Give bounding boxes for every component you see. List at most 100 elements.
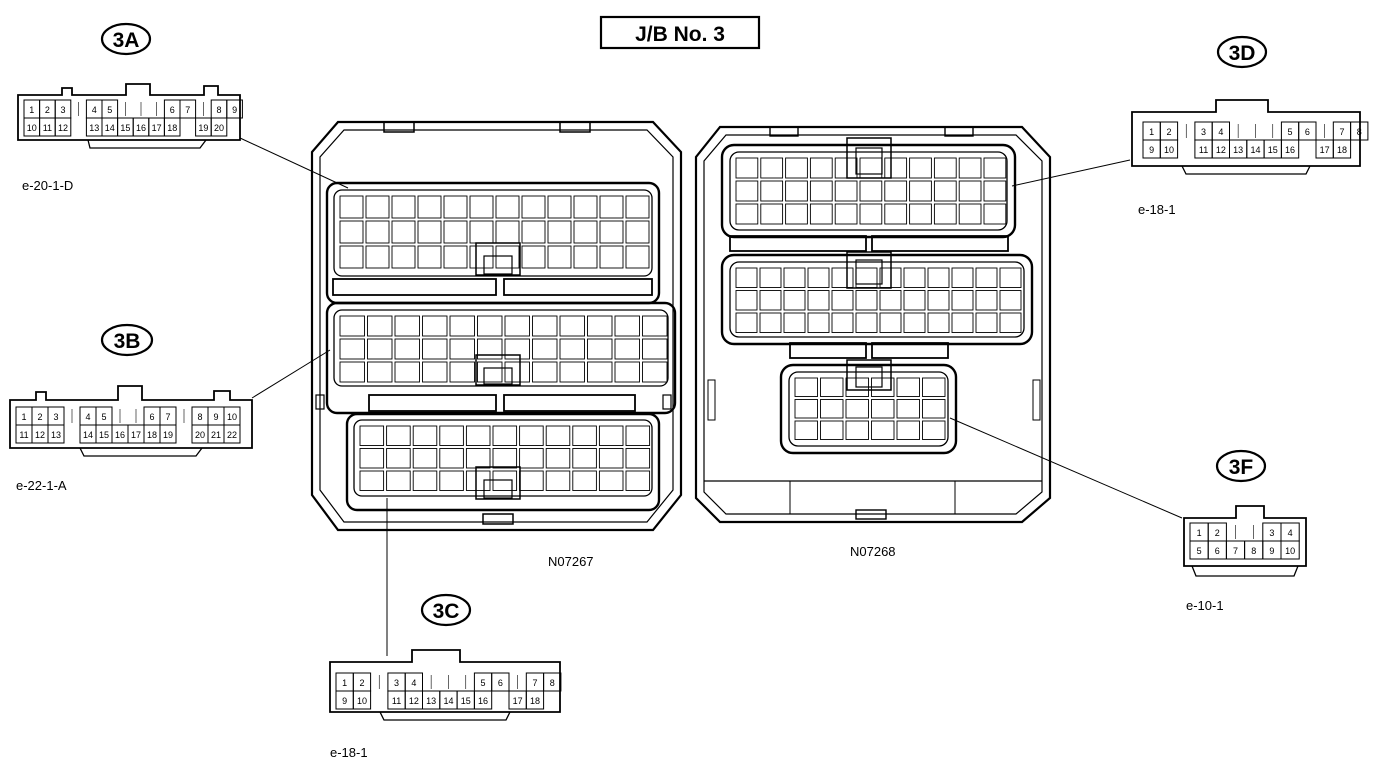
- diagram-title: J/B No. 3: [599, 15, 761, 50]
- socket-cavity: [735, 290, 758, 311]
- socket-cavity: [625, 470, 651, 491]
- socket-cavity: [417, 245, 442, 269]
- junction-block-left: [310, 120, 683, 532]
- socket-cavity: [884, 203, 908, 225]
- socket-cavity: [572, 470, 597, 491]
- pin-number-3B-2: 2: [37, 412, 42, 422]
- pin-number-3F-6: 6: [1215, 546, 1220, 556]
- pin-number-3B-14: 14: [83, 430, 93, 440]
- socket-cavity: [469, 195, 494, 219]
- socket-cavity: [492, 425, 518, 446]
- socket-cavity: [391, 195, 416, 219]
- socket-cavity: [339, 195, 364, 219]
- socket-cavity: [845, 399, 869, 419]
- socket-cavity: [449, 338, 475, 360]
- pin-cell: [543, 672, 562, 692]
- socket-cavity: [439, 425, 464, 446]
- socket-cavity: [412, 448, 438, 469]
- socket-cavity: [922, 420, 946, 440]
- pin-cell: [1159, 139, 1179, 159]
- pin-number-3D-16: 16: [1285, 145, 1295, 155]
- socket-cavity: [394, 361, 420, 383]
- pin-number-3D-17: 17: [1320, 145, 1330, 155]
- socket-cavity: [807, 290, 830, 311]
- pin-number-3C-6: 6: [498, 678, 503, 688]
- socket-cavity: [359, 470, 385, 491]
- socket-cavity: [443, 220, 468, 244]
- socket-cavity: [367, 315, 393, 337]
- socket-cavity: [871, 420, 895, 440]
- socket-cavity: [809, 180, 833, 202]
- pin-number-3B-20: 20: [195, 430, 205, 440]
- pin-number-3C-9: 9: [342, 696, 347, 706]
- socket-cavity: [625, 195, 650, 219]
- socket-cavity: [365, 245, 390, 269]
- socket-cavity: [831, 290, 854, 311]
- pin-cell: [1280, 139, 1300, 159]
- socket-cavity: [896, 420, 920, 440]
- socket-cavity: [820, 377, 844, 397]
- connector-id-3A: 3A: [113, 29, 140, 52]
- socket-cavity: [504, 315, 530, 337]
- socket-cavity: [573, 220, 598, 244]
- pin-number-3F-7: 7: [1233, 546, 1238, 556]
- pin-number-3A-8: 8: [216, 105, 221, 115]
- socket-cavity: [859, 157, 883, 179]
- pin-number-3B-11: 11: [19, 430, 28, 440]
- socket-cavity: [879, 312, 902, 333]
- connector-id-3D: 3D: [1229, 42, 1256, 65]
- socket-cavity: [532, 315, 558, 337]
- pin-cell: [1350, 121, 1369, 141]
- pin-number-3A-1: 1: [29, 105, 34, 115]
- connector-id-3C: 3C: [433, 600, 460, 623]
- socket-cavity: [909, 203, 932, 225]
- pin-number-3D-6: 6: [1305, 127, 1310, 137]
- pin-cell: [226, 99, 243, 119]
- socket-cavity: [922, 399, 946, 419]
- pin-cell: [1298, 121, 1317, 141]
- socket-cavity: [884, 157, 908, 179]
- pin-cell: [163, 117, 181, 137]
- socket-cavity: [834, 157, 858, 179]
- pin-number-3A-17: 17: [152, 123, 162, 133]
- socket-cavity: [365, 195, 390, 219]
- socket-cavity: [598, 470, 624, 491]
- socket-cavity: [573, 245, 598, 269]
- socket-cavity: [572, 448, 597, 469]
- socket-cavity: [735, 157, 759, 179]
- socket-cavity: [933, 203, 957, 225]
- socket-grid-right-top: [735, 157, 1007, 225]
- socket-cavity: [545, 448, 571, 469]
- pin-number-3A-20: 20: [214, 123, 224, 133]
- socket-cavity: [598, 448, 624, 469]
- pin-cell: [54, 117, 72, 137]
- pin-number-3B-18: 18: [147, 430, 157, 440]
- pin-number-3A-6: 6: [170, 105, 175, 115]
- socket-cavity: [785, 180, 808, 202]
- socket-cavity: [831, 312, 854, 333]
- socket-cavity: [519, 470, 544, 491]
- socket-cavity: [859, 180, 883, 202]
- socket-cavity: [477, 315, 503, 337]
- pin-number-3A-16: 16: [136, 123, 146, 133]
- socket-cavity: [365, 220, 390, 244]
- socket-cavity: [625, 220, 650, 244]
- socket-cavity: [492, 448, 518, 469]
- socket-cavity: [386, 425, 411, 446]
- pin-number-3C-15: 15: [461, 696, 471, 706]
- pin-number-3A-9: 9: [232, 105, 237, 115]
- socket-cavity: [422, 361, 448, 383]
- pin-number-3D-13: 13: [1233, 145, 1243, 155]
- socket-cavity: [958, 157, 982, 179]
- socket-cavity: [532, 361, 558, 383]
- socket-cavity: [879, 290, 902, 311]
- pin-number-3C-3: 3: [394, 678, 399, 688]
- pin-number-3C-16: 16: [478, 696, 488, 706]
- pin-number-3A-11: 11: [43, 123, 52, 133]
- socket-cavity: [809, 157, 833, 179]
- socket-cavity: [909, 180, 932, 202]
- socket-cavity: [794, 377, 818, 397]
- pin-number-3B-22: 22: [227, 430, 237, 440]
